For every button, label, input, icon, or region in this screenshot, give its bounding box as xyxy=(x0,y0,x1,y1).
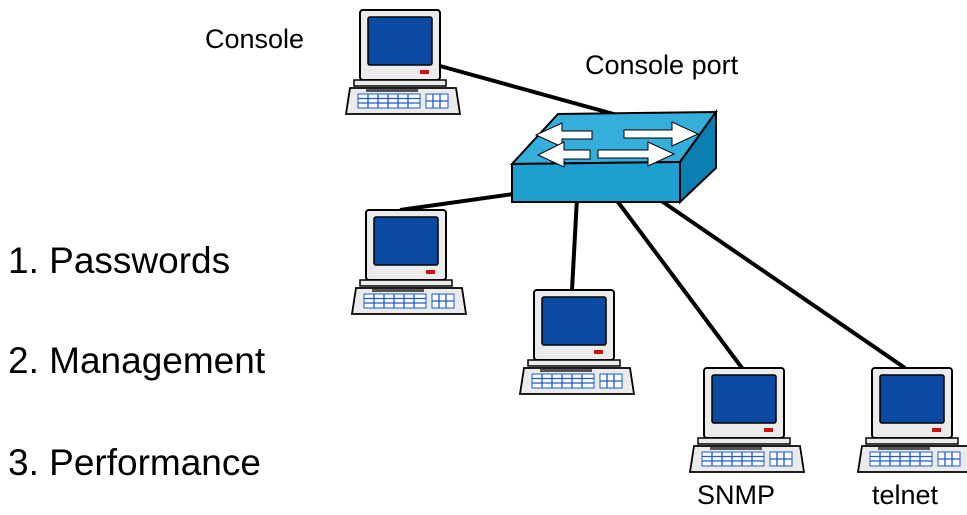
cable-snmp xyxy=(616,200,744,370)
computer-icon xyxy=(519,289,635,395)
cables xyxy=(399,64,907,370)
console-label: Console xyxy=(205,24,305,54)
telnet-label: telnet xyxy=(872,480,939,510)
list-item-passwords: 1. Passwords xyxy=(8,240,231,281)
computer-icon xyxy=(857,367,967,473)
computer-icon xyxy=(351,209,467,315)
console-port-label: Console port xyxy=(585,50,739,80)
snmp-label: SNMP xyxy=(697,480,776,510)
computer-icon xyxy=(345,9,461,115)
list-item-performance: 3. Performance xyxy=(8,442,261,483)
list-item-management: 2. Management xyxy=(8,340,266,381)
cable-console xyxy=(439,64,629,120)
cable-pc2 xyxy=(570,197,579,291)
network-switch-icon xyxy=(509,108,718,205)
cable-telnet xyxy=(658,198,907,370)
computer-icon xyxy=(689,367,805,473)
